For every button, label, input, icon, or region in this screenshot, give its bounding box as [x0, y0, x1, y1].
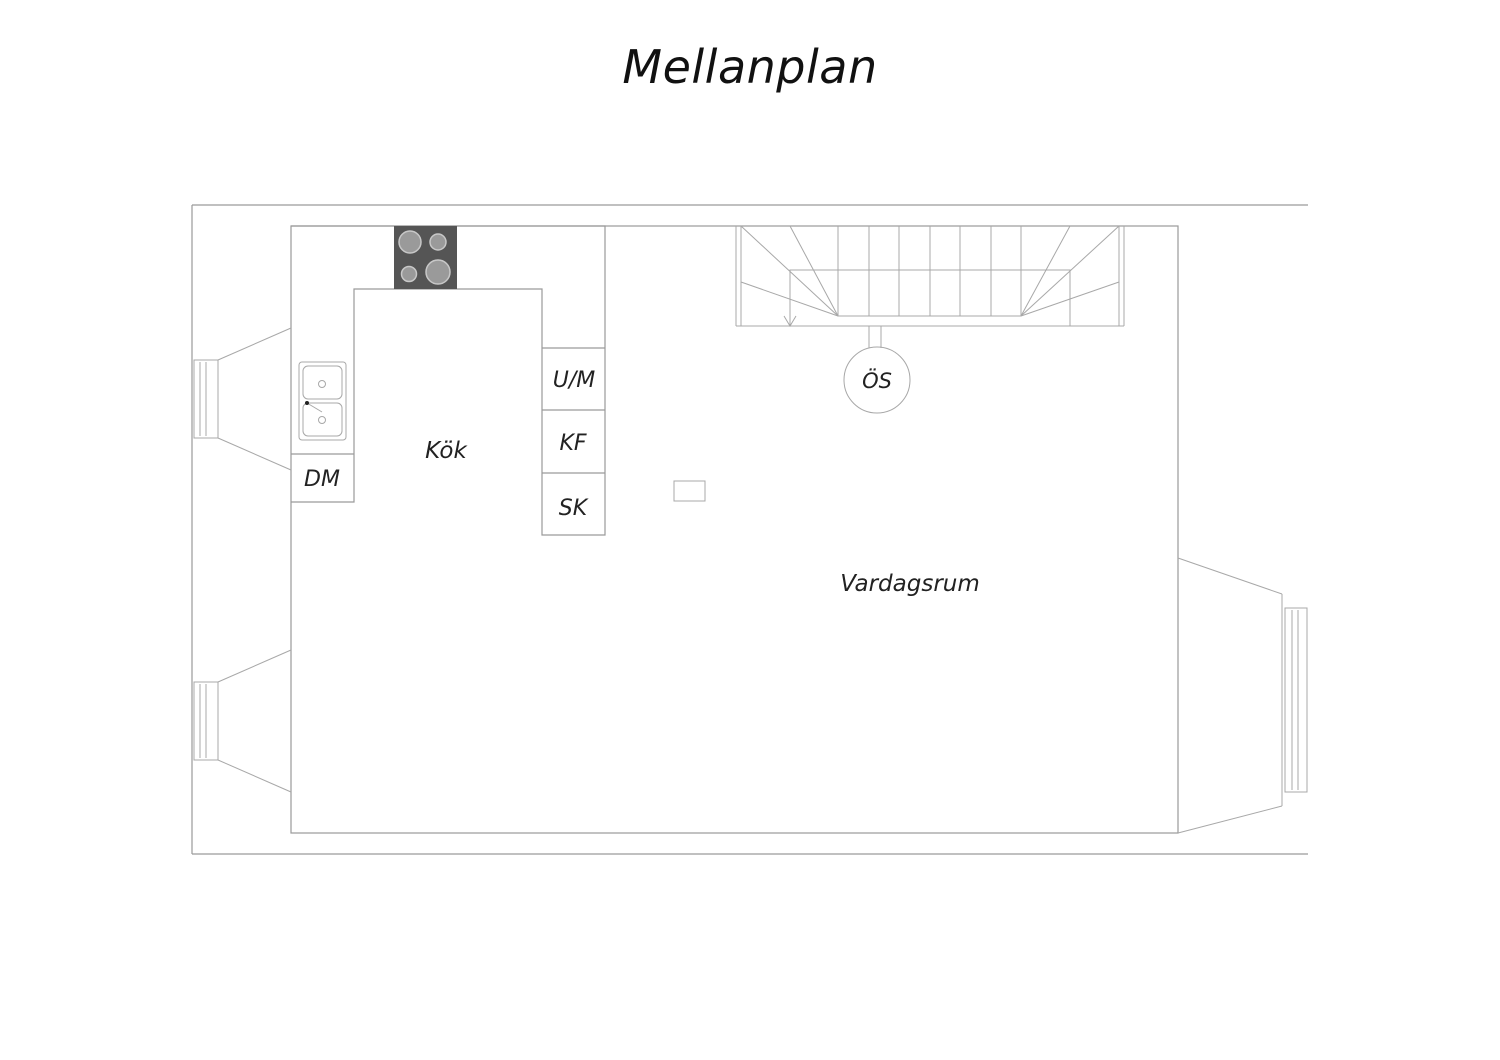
- fixture-label-oven-microwave: U/M: [553, 368, 596, 393]
- fixture-label-cabinet: SK: [559, 496, 589, 521]
- window-left-upper: [193, 327, 292, 471]
- chimney: [843, 326, 911, 414]
- window-left-lower: [193, 649, 292, 793]
- sink-icon: [298, 361, 347, 441]
- fixture-label-dishwasher: DM: [304, 467, 340, 492]
- fixture-label-fridge-freezer: KF: [559, 431, 586, 456]
- room-label-kitchen: Kök: [425, 438, 468, 464]
- outer-walls: [191, 204, 1308, 855]
- page-title: Mellanplan: [622, 40, 878, 94]
- room-label-living-room: Vardagsrum: [840, 571, 980, 597]
- room-outline: [290, 225, 1179, 834]
- fixture-label-chimney: ÖS: [862, 368, 892, 393]
- staircase: [735, 225, 1125, 327]
- small-fixture: [673, 480, 706, 502]
- stove-icon: [394, 226, 457, 289]
- kitchen-counter: [291, 225, 606, 536]
- bay-window-right: [1177, 557, 1308, 834]
